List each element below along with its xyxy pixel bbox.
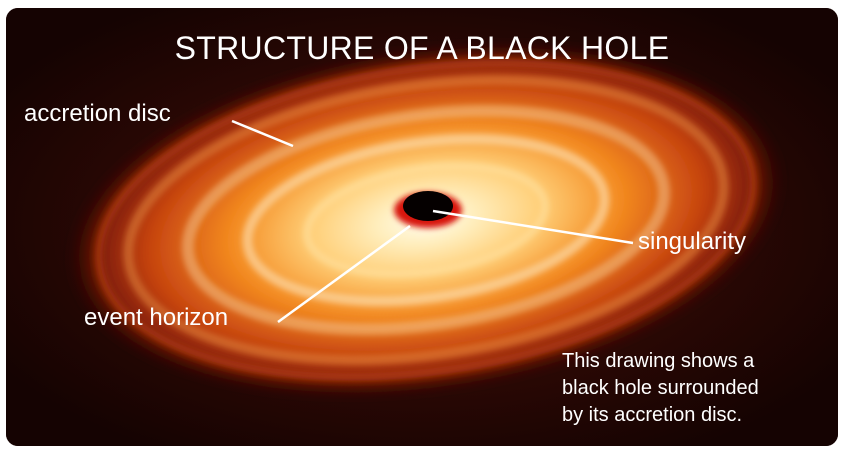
caption-line: by its accretion disc.: [562, 402, 832, 429]
caption: This drawing shows a black hole surround…: [562, 348, 832, 429]
event-horizon-label: event horizon: [84, 304, 228, 332]
caption-line: black hole surrounded: [562, 375, 832, 402]
diagram-title: STRUCTURE OF A BLACK HOLE: [6, 30, 838, 67]
singularity-core: [403, 191, 453, 221]
black-hole-diagram: STRUCTURE OF A BLACK HOLE accretion disc…: [6, 8, 838, 446]
accretion-disc-label: accretion disc: [24, 100, 171, 128]
caption-line: This drawing shows a: [562, 348, 832, 375]
singularity-label: singularity: [638, 228, 746, 256]
